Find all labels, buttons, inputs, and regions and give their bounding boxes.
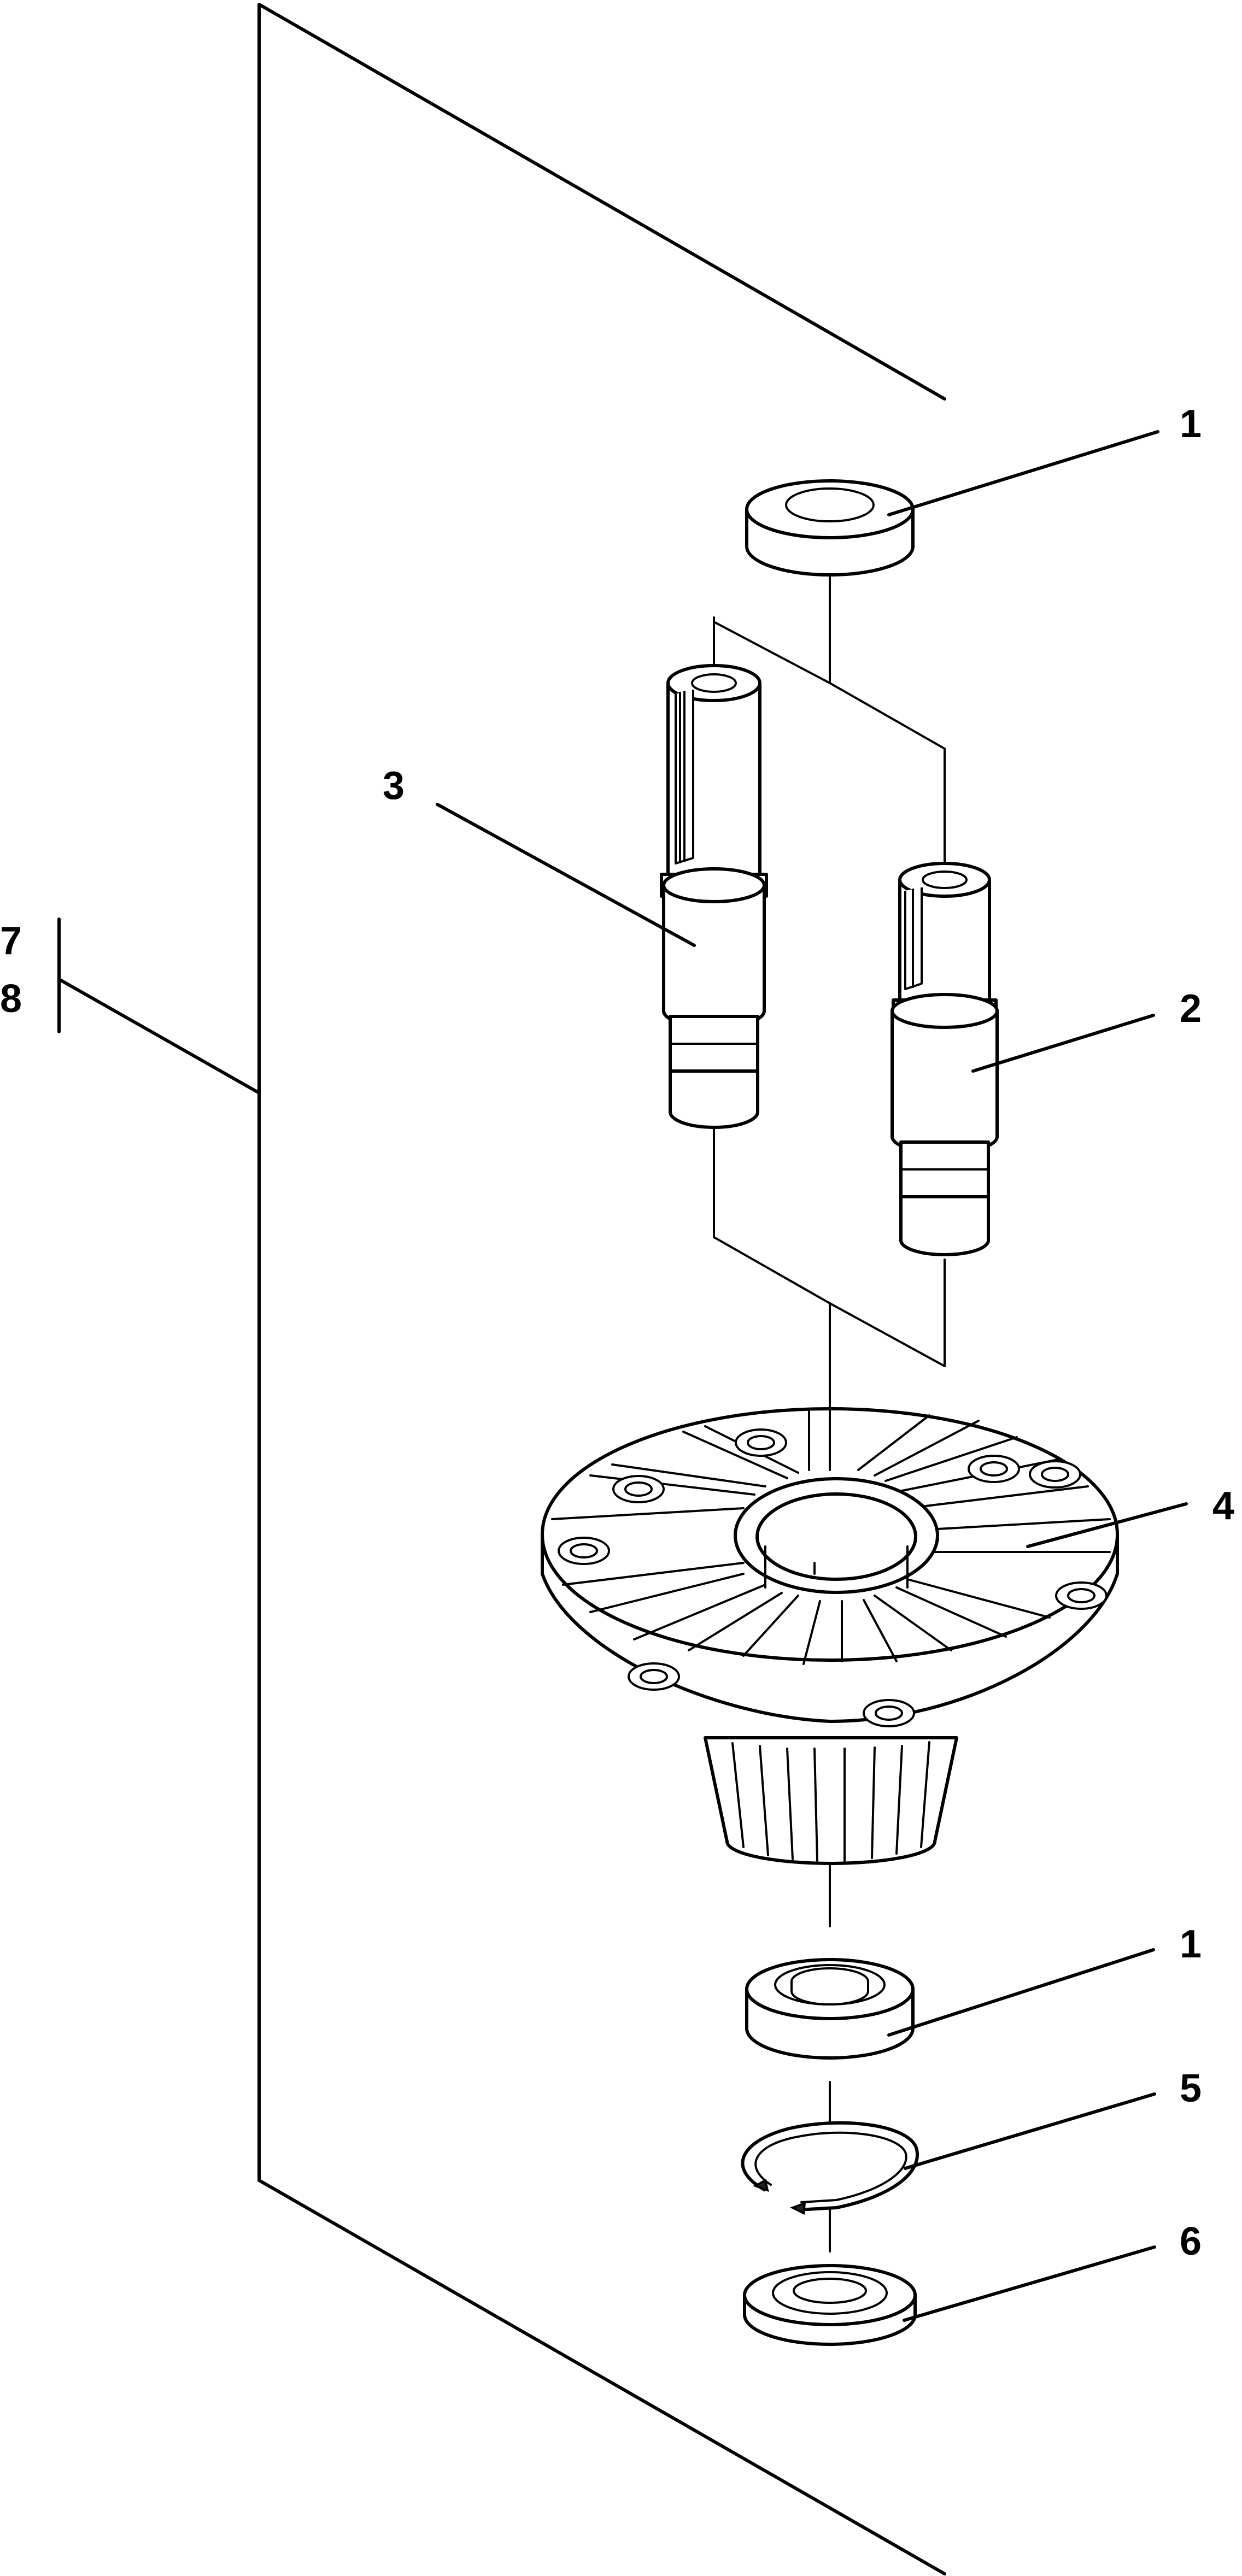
shaft-left (660, 664, 768, 1129)
callout-7: 7 (0, 919, 22, 963)
bottom-seal (743, 2264, 917, 2346)
snap-ring (741, 2121, 919, 2215)
callout-4: 4 (1212, 1484, 1234, 1528)
bearing-bottom (745, 1958, 915, 2060)
callout-bracket-7-8 (57, 918, 261, 1095)
shaft-right (891, 862, 999, 1256)
callout-2: 2 (1180, 987, 1202, 1031)
bearing-top (745, 479, 915, 577)
callout-8: 8 (0, 977, 22, 1021)
callout-5: 5 (1180, 2067, 1202, 2110)
callout-1-top: 1 (1180, 402, 1202, 446)
assembly-axis-lines (713, 573, 946, 2252)
callout-6: 6 (1180, 2220, 1202, 2263)
callout-1-bottom: 1 (1180, 1922, 1202, 1966)
spindle-housing (541, 1407, 1119, 1865)
callout-3: 3 (383, 764, 405, 808)
leader-lines (436, 430, 1188, 2322)
callout-labels: 1 3 2 4 1 5 6 7 8 (0, 402, 1234, 2263)
